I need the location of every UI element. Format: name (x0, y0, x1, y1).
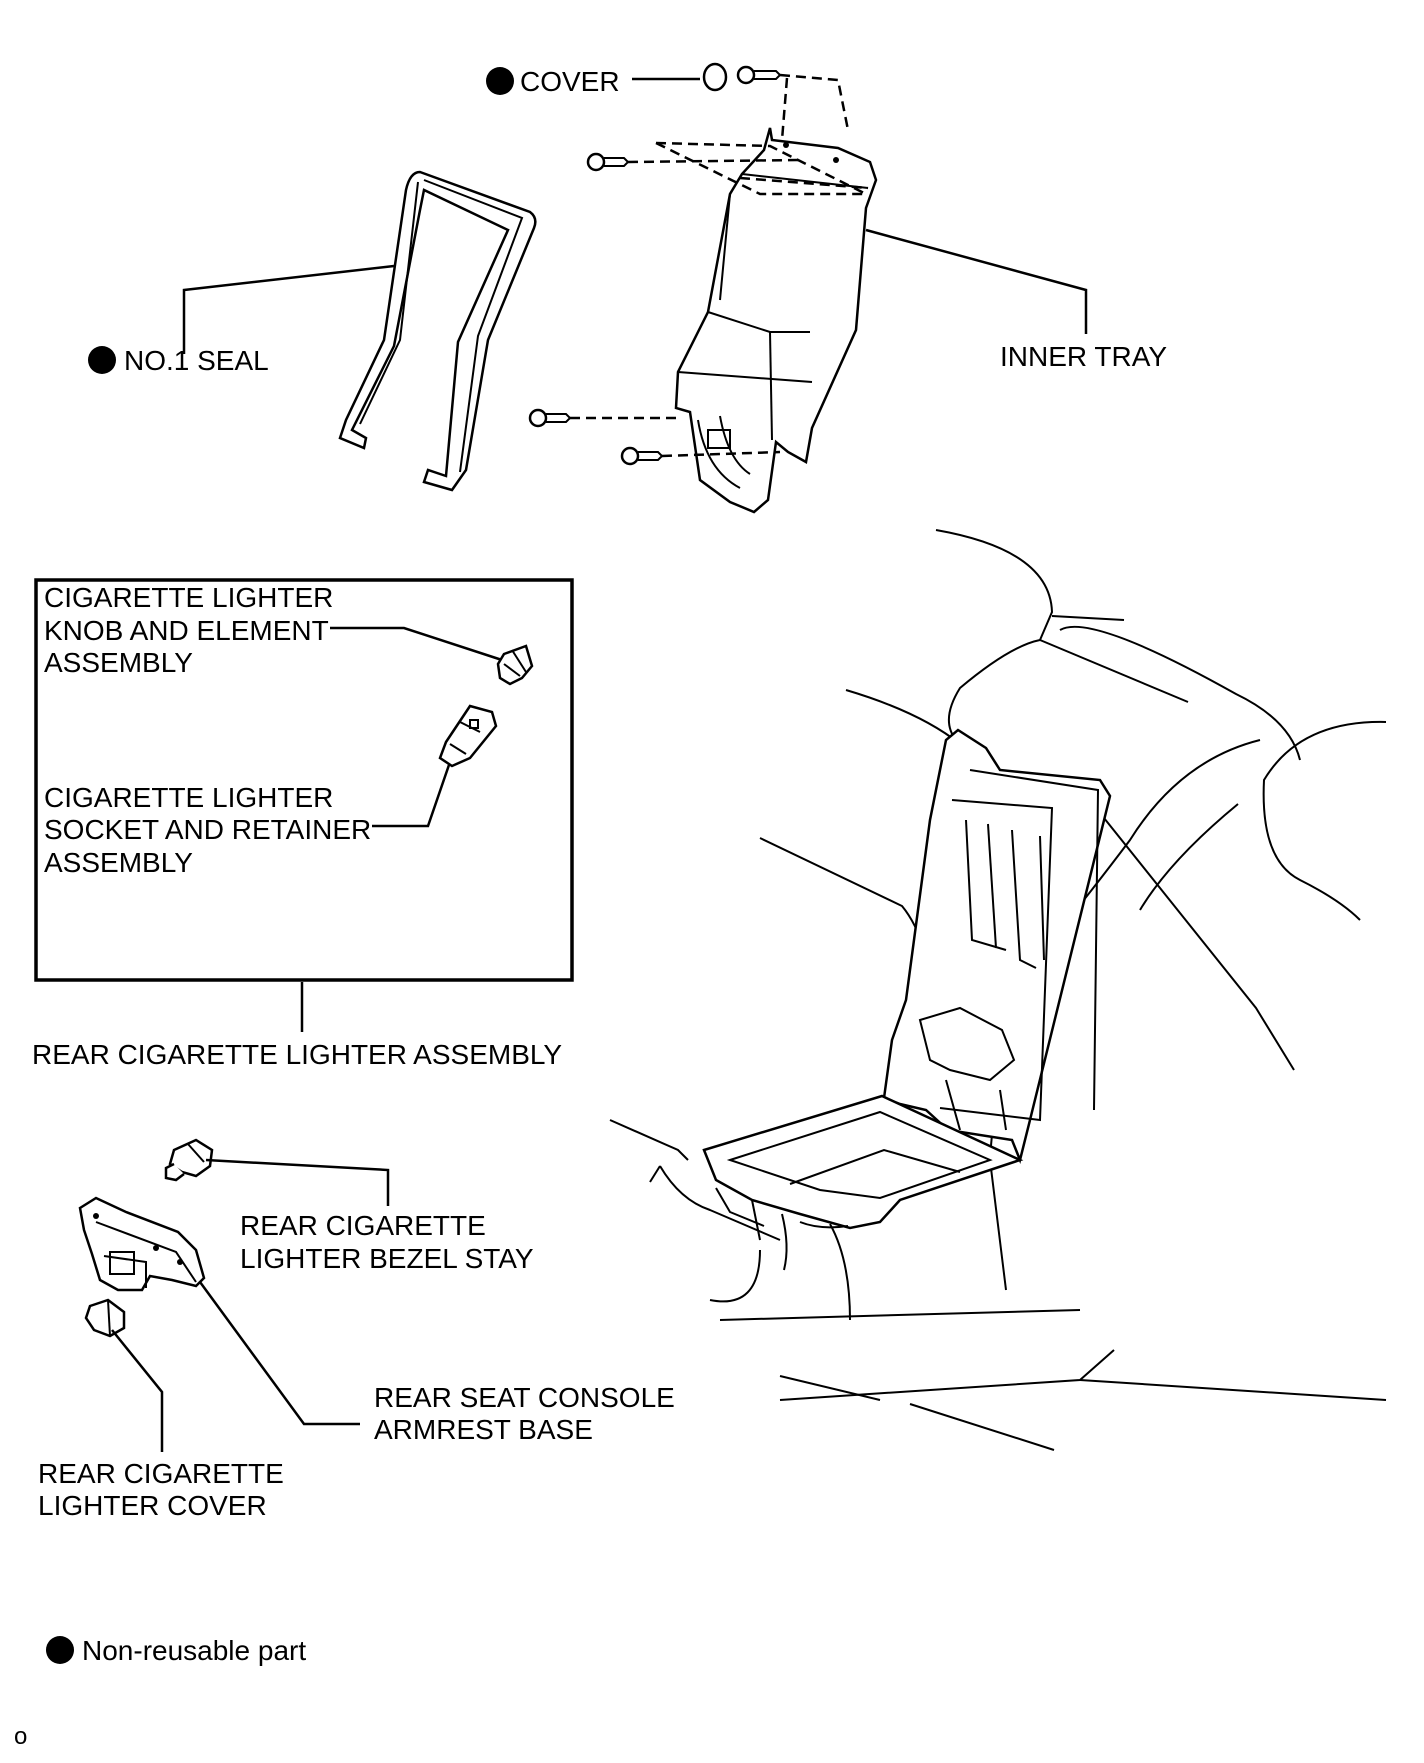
label-knob-line3: ASSEMBLY (44, 647, 193, 678)
label-socket-line1: CIGARETTE LIGHTER (44, 782, 333, 813)
cover-callout: COVER (486, 62, 850, 141)
no1-seal-part (338, 170, 537, 492)
non-reusable-marker-icon (486, 67, 514, 95)
lighter-cover-callout: REAR CIGARETTE LIGHTER COVER (38, 1329, 284, 1521)
dash-guide (655, 141, 866, 196)
inner-tray-callout: INNER TRAY (865, 228, 1167, 372)
cover-cap-icon (702, 62, 728, 92)
figure-code: o (14, 1723, 27, 1750)
dash-guide (661, 450, 781, 458)
rear-cigarette-lighter-box (34, 578, 574, 982)
cigarette-lighter-socket-icon (438, 704, 498, 768)
armrest-base-icon (78, 1196, 206, 1292)
label-knob-line2: KNOB AND ELEMENT (44, 615, 329, 646)
leader-inner-tray (865, 228, 1088, 334)
label-cover: COVER (520, 66, 620, 97)
bezel-stay-icon (164, 1138, 214, 1182)
dash-guide (627, 158, 801, 164)
leader-lighter-cover (111, 1329, 164, 1452)
screw-icon (528, 408, 572, 428)
label-no1-seal: NO.1 SEAL (124, 345, 269, 376)
label-bezel-line1: REAR CIGARETTE (240, 1210, 486, 1241)
leader-no1-seal (182, 264, 395, 354)
label-knob-line1: CIGARETTE LIGHTER (44, 582, 333, 613)
label-socket-line3: ASSEMBLY (44, 847, 193, 878)
screw-icon (620, 446, 664, 466)
bezel-stay-callout: REAR CIGARETTE LIGHTER BEZEL STAY (205, 1158, 534, 1274)
dash-guide (739, 176, 869, 190)
lighter-cover-icon (84, 1298, 126, 1338)
leader-socket (372, 761, 452, 828)
screw-icon (736, 65, 782, 85)
legend-non-reusable: Non-reusable part (82, 1635, 306, 1666)
dash-guide (655, 141, 867, 196)
no1-seal-callout: NO.1 SEAL (88, 264, 395, 376)
legend: Non-reusable part (46, 1635, 306, 1666)
leader-knob (330, 626, 503, 662)
dash-guide (780, 77, 789, 141)
cigarette-lighter-knob-icon (496, 644, 534, 686)
knob-callout: CIGARETTE LIGHTER KNOB AND ELEMENT ASSEM… (44, 582, 503, 678)
label-socket-line2: SOCKET AND RETAINER (44, 814, 371, 845)
dash-guide (779, 73, 850, 131)
inner-tray-part (674, 127, 878, 514)
label-inner-tray: INNER TRAY (1000, 341, 1167, 372)
label-bezel-line2: LIGHTER BEZEL STAY (240, 1243, 534, 1274)
armrest-base-callout: REAR SEAT CONSOLE ARMREST BASE (198, 1281, 675, 1445)
rear-seat-armrest-illustration (609, 529, 1387, 1451)
leader-armrest-base (198, 1281, 360, 1426)
leader-bezel-stay (205, 1158, 390, 1206)
label-lighter-cover-line2: LIGHTER COVER (38, 1490, 267, 1521)
screw-icon (586, 152, 630, 172)
non-reusable-marker-icon (46, 1636, 74, 1664)
label-armrest-line2: ARMREST BASE (374, 1414, 593, 1445)
rear-cigarette-lighter-assembly-callout: REAR CIGARETTE LIGHTER ASSEMBLY (32, 982, 562, 1070)
label-lighter-cover-line1: REAR CIGARETTE (38, 1458, 284, 1489)
non-reusable-marker-icon (88, 346, 116, 374)
socket-callout: CIGARETTE LIGHTER SOCKET AND RETAINER AS… (44, 761, 452, 878)
label-armrest-line1: REAR SEAT CONSOLE (374, 1382, 675, 1413)
label-rear-cigarette-lighter-assembly: REAR CIGARETTE LIGHTER ASSEMBLY (32, 1039, 562, 1070)
